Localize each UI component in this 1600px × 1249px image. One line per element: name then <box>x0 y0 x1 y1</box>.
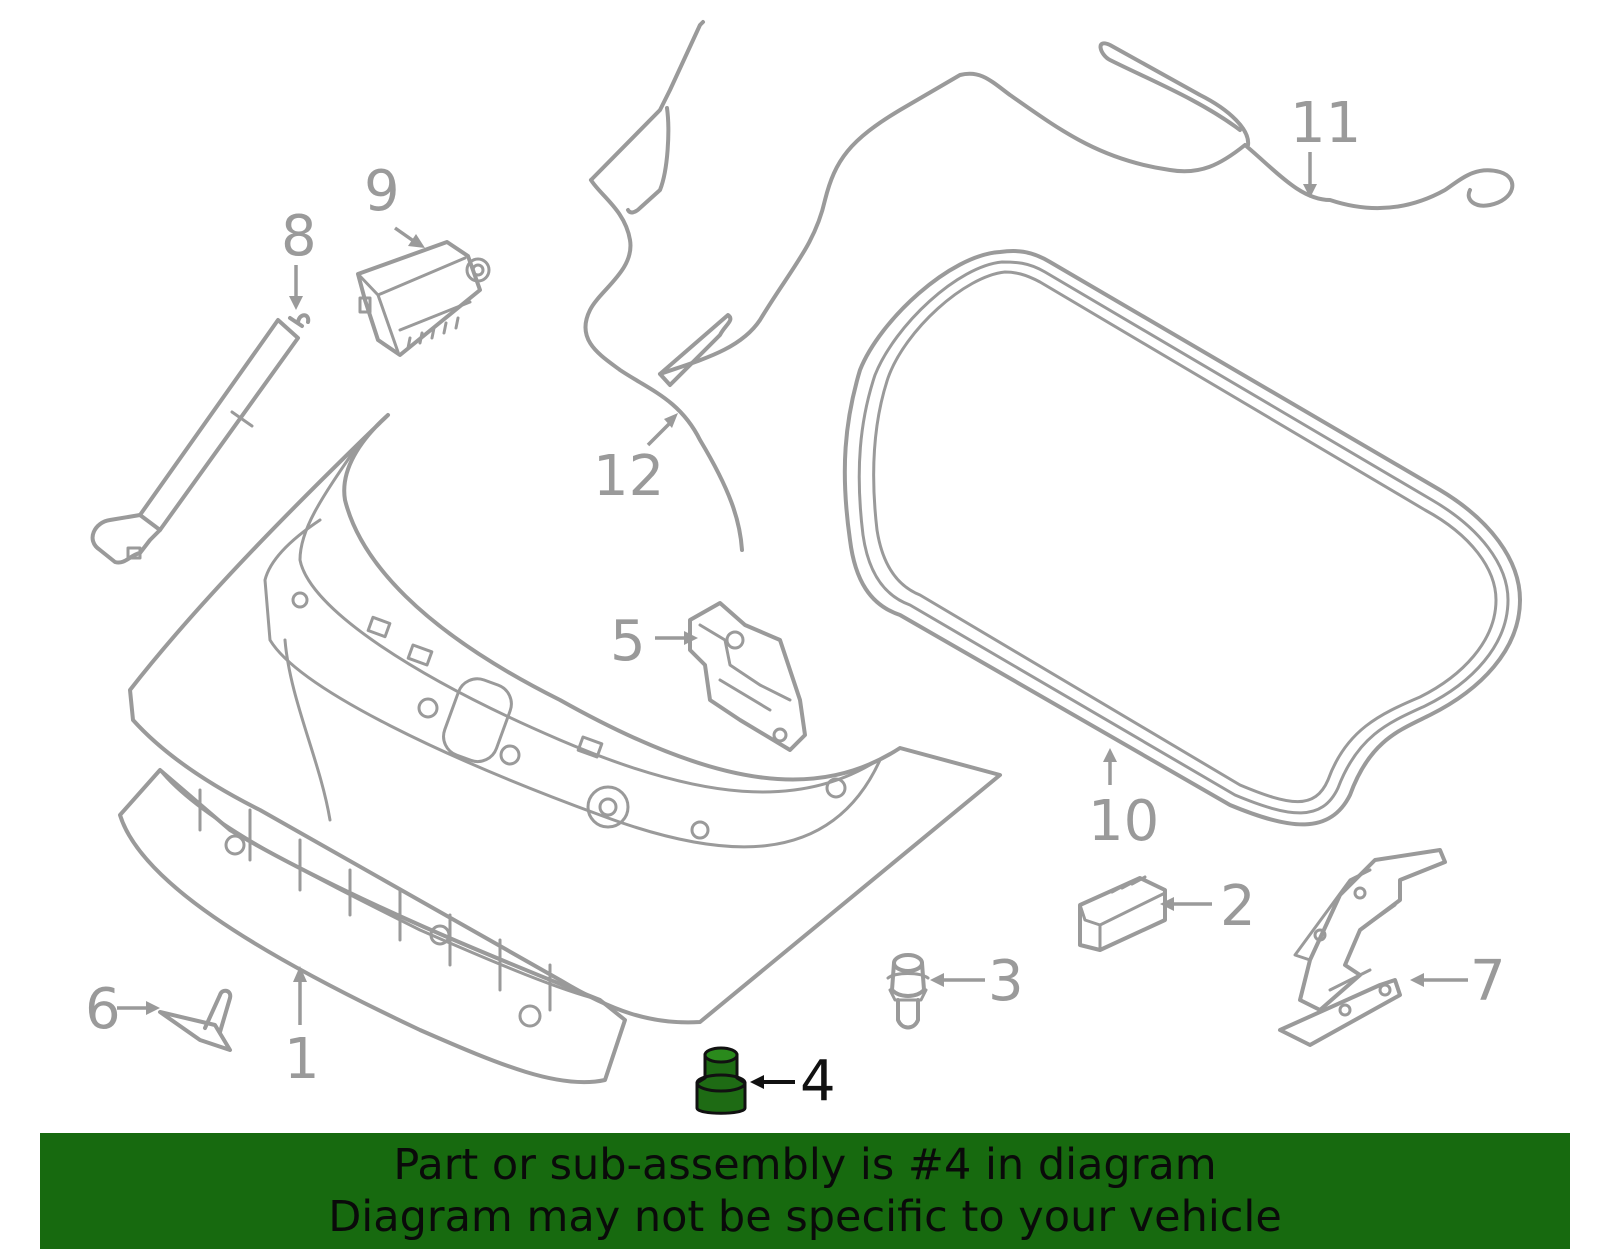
callout-5: 5 <box>610 609 646 674</box>
banner-line-1: Part or sub-assembly is #4 in diagram <box>393 1140 1217 1190</box>
leader-lines <box>117 152 1468 1089</box>
part-10-weatherstrip <box>842 249 1522 827</box>
callout-4: 4 <box>800 1049 836 1114</box>
banner-line-2: Diagram may not be specific to your vehi… <box>328 1192 1282 1242</box>
callout-9: 9 <box>364 159 400 224</box>
callout-2: 2 <box>1220 874 1256 939</box>
part-2-bumper <box>1078 875 1167 952</box>
part-4-grommet <box>695 1046 747 1115</box>
part-9-module <box>356 240 491 357</box>
callout-12: 12 <box>593 444 664 509</box>
callout-1: 1 <box>284 1027 320 1092</box>
part-5-latch <box>688 601 807 752</box>
part-6-stud <box>158 988 233 1052</box>
info-banner: Part or sub-assembly is #4 in diagram Di… <box>40 1133 1570 1249</box>
callout-7: 7 <box>1470 949 1506 1014</box>
part-8-strut <box>90 313 311 565</box>
callout-11: 11 <box>1290 91 1361 156</box>
part-3-clip <box>886 953 930 1030</box>
part-1-trunk-lid <box>118 413 1002 1085</box>
callout-3: 3 <box>988 949 1024 1014</box>
callout-10: 10 <box>1088 789 1159 854</box>
callout-8: 8 <box>281 204 317 269</box>
part-7-hinge <box>1278 848 1447 1047</box>
part-11-harness <box>583 20 1515 552</box>
callout-6: 6 <box>85 977 121 1042</box>
